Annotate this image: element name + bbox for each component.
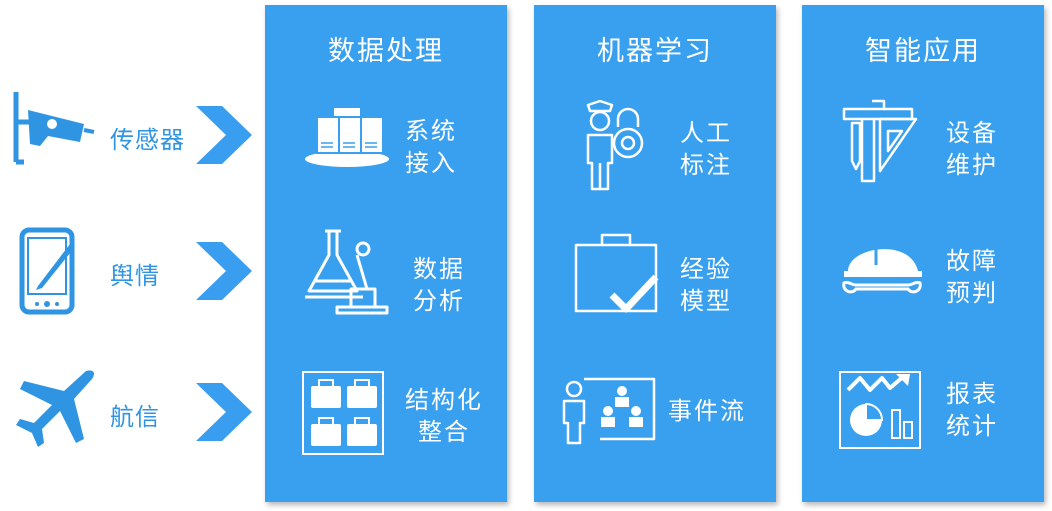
lab-microscope-icon bbox=[305, 229, 389, 315]
arrow-right-icon bbox=[196, 383, 252, 441]
source-flight-info: 航信 bbox=[0, 367, 260, 457]
arrow-right-icon bbox=[196, 242, 252, 300]
item-experience-model: 经验 模型 bbox=[534, 227, 776, 337]
item-label: 设备 维护 bbox=[946, 119, 998, 179]
item-data-analysis: 数据 分析 bbox=[265, 227, 507, 337]
column-smart-applications: 智能应用 设备 维护 故障 预判 bbox=[802, 5, 1044, 502]
item-event-stream: 事件流 bbox=[534, 375, 776, 485]
source-label: 舆情 bbox=[110, 262, 160, 290]
report-chart-icon bbox=[839, 371, 921, 449]
column-machine-learning: 机器学习 人工 标注 经验 模型 bbox=[534, 5, 776, 502]
item-label: 报表 统计 bbox=[946, 380, 998, 440]
item-label: 经验 模型 bbox=[680, 255, 732, 315]
surveillance-camera-icon bbox=[13, 92, 95, 165]
bag-check-icon bbox=[574, 233, 659, 313]
item-label: 事件流 bbox=[668, 397, 746, 425]
item-structured-integration: 结构化 整合 bbox=[265, 370, 507, 480]
source-label: 传感器 bbox=[110, 126, 185, 154]
item-label: 结构化 整合 bbox=[405, 386, 483, 446]
tablet-stylus-icon bbox=[19, 227, 75, 315]
item-label: 故障 预判 bbox=[946, 247, 998, 307]
arrow-right-icon bbox=[196, 106, 252, 164]
item-label: 系统 接入 bbox=[405, 117, 457, 177]
item-label: 人工 标注 bbox=[680, 119, 732, 179]
item-label: 数据 分析 bbox=[413, 255, 465, 315]
presentation-org-icon bbox=[562, 377, 656, 445]
item-equipment-maintenance: 设备 维护 bbox=[802, 97, 1044, 207]
item-fault-prediction: 故障 预判 bbox=[802, 231, 1044, 341]
column-title: 数据处理 bbox=[328, 36, 444, 67]
item-manual-labeling: 人工 标注 bbox=[534, 93, 776, 203]
source-public-opinion: 舆情 bbox=[0, 226, 260, 316]
grid-folders-icon bbox=[302, 371, 384, 455]
item-report-statistics: 报表 统计 bbox=[802, 370, 1044, 480]
item-system-access: 系统 接入 bbox=[265, 105, 507, 215]
airplane-icon bbox=[16, 370, 94, 447]
column-title: 智能应用 bbox=[865, 36, 981, 67]
guard-lock-icon bbox=[586, 99, 644, 191]
helmet-wrench-icon bbox=[842, 247, 922, 294]
column-data-processing: 数据处理 系统 接入 bbox=[265, 5, 507, 502]
source-sensor: 传感器 bbox=[0, 90, 260, 180]
drafting-tools-icon bbox=[842, 99, 918, 183]
server-cluster-icon bbox=[305, 106, 389, 167]
source-label: 航信 bbox=[110, 403, 160, 431]
column-title: 机器学习 bbox=[597, 36, 713, 67]
